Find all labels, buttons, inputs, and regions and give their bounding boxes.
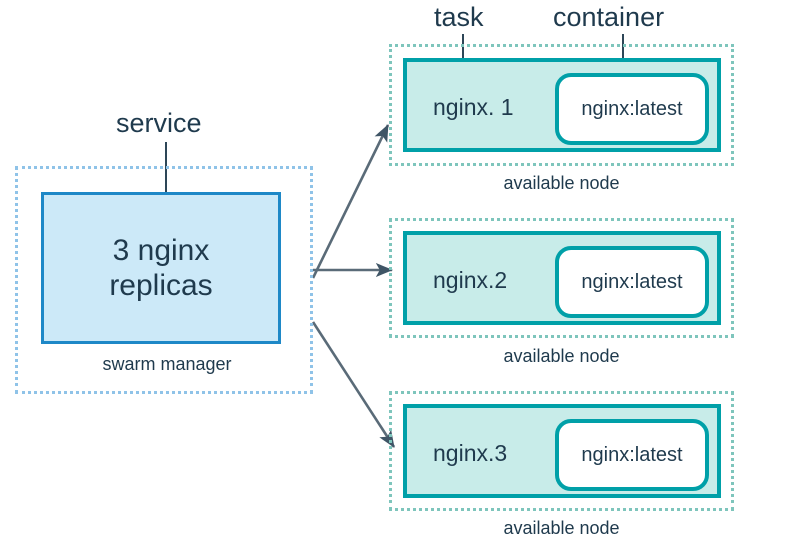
container-label-2: nginx:latest bbox=[581, 271, 683, 293]
node-zone-3 bbox=[389, 391, 734, 511]
arrow-service-to-node-1 bbox=[311, 124, 390, 279]
task-box-2[interactable]: nginx.2 nginx:latest bbox=[403, 231, 721, 325]
leader-line-service bbox=[165, 142, 167, 234]
callout-label-task: task bbox=[434, 2, 484, 32]
node-zone-1 bbox=[389, 44, 734, 166]
swarm-manager-caption: swarm manager bbox=[102, 354, 232, 374]
container-label-1: nginx:latest bbox=[581, 98, 683, 120]
node-caption-3: available node bbox=[503, 518, 620, 538]
node-caption-1: available node bbox=[503, 173, 620, 193]
callout-label-service: service bbox=[116, 108, 202, 138]
swarm-manager-zone: swarm manager bbox=[15, 166, 313, 394]
arrow-service-to-node-3 bbox=[311, 321, 396, 448]
service-box[interactable]: 3 nginx replicas bbox=[41, 192, 281, 344]
container-box-1[interactable]: nginx:latest bbox=[555, 73, 709, 145]
task-box-1[interactable]: nginx. 1 nginx:latest bbox=[403, 58, 721, 152]
node-caption-2: available node bbox=[503, 346, 620, 366]
callout-label-container: container bbox=[553, 2, 665, 32]
container-box-2[interactable]: nginx:latest bbox=[555, 246, 709, 318]
container-label-3: nginx:latest bbox=[581, 444, 683, 466]
task-label-1: nginx. 1 bbox=[433, 94, 514, 120]
container-box-3[interactable]: nginx:latest bbox=[555, 419, 709, 491]
service-box-label: 3 nginx replicas bbox=[109, 233, 213, 302]
task-label-3: nginx.3 bbox=[433, 440, 508, 466]
task-box-3[interactable]: nginx.3 nginx:latest bbox=[403, 404, 721, 498]
node-zone-2 bbox=[389, 218, 734, 338]
task-label-2: nginx.2 bbox=[433, 267, 508, 293]
